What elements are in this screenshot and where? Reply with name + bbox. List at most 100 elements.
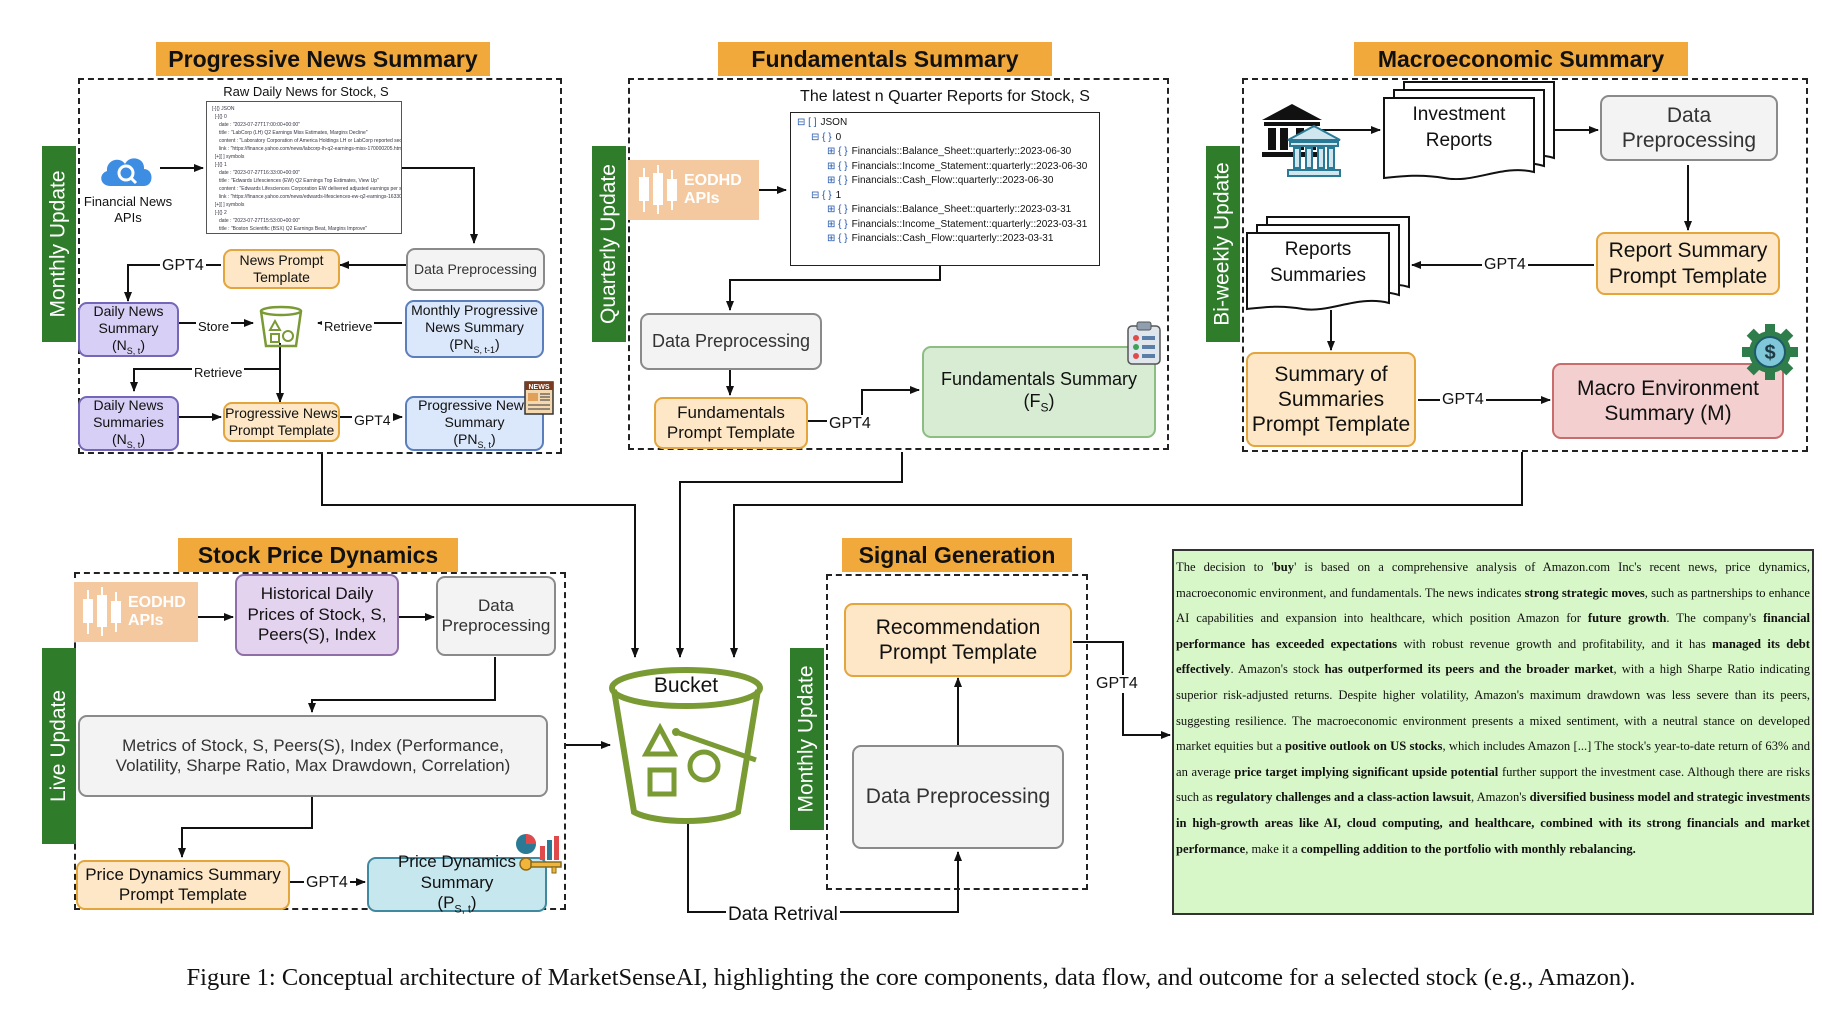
raw-news-line: title : "Boston Scientific (BSX) Q2 Earn… xyxy=(212,226,367,232)
output-text-run: , Amazon's xyxy=(1470,790,1530,805)
json-node-label: Financials::Balance_Sheet::quarterly::20… xyxy=(851,204,1072,215)
json-object-icon[interactable]: ⊟ { } xyxy=(811,189,832,201)
investment-reports-stack: Investment Reports xyxy=(1382,80,1562,181)
output-text-run: , which includes Amazon [...] The stock'… xyxy=(1176,739,1810,779)
output-highlight: strong strategic moves xyxy=(1524,585,1645,600)
json-object-icon[interactable]: ⊞ { } xyxy=(827,233,848,244)
bucket-small-icon xyxy=(256,304,306,350)
json-tree-node[interactable]: ⊞ { }Financials::Balance_Sheet::quarterl… xyxy=(797,203,1093,218)
json-tree-node[interactable]: ⊟ { }1 xyxy=(797,189,1093,204)
daily-news-summaries: Daily News Summaries (NS, t) xyxy=(78,396,179,451)
news-section xyxy=(78,78,562,454)
progressive-news-summary: Progressive News Summary (PNS, t) xyxy=(405,396,544,451)
raw-news-line: content : "Boston Scientific Corporation… xyxy=(212,233,396,234)
historical-daily-prices: Historical Daily Prices of Stock, S, Pee… xyxy=(235,574,399,656)
json-node-label: Financials::Income_Statement::quarterly:… xyxy=(851,218,1088,230)
json-object-icon[interactable]: ⊞ { } xyxy=(827,204,848,215)
news-gpt4-label: GPT4 xyxy=(160,257,206,275)
macro-section xyxy=(1242,78,1808,452)
fundamentals-summary: Fundamentals Summary (FS) xyxy=(922,346,1156,438)
output-highlight: compelling addition to the portfolio wit… xyxy=(1300,841,1636,856)
output-text-run: . The company's xyxy=(1666,611,1764,626)
clipboard-icon xyxy=(1126,320,1162,366)
macro-section-title: Macroeconomic Summary xyxy=(1354,42,1688,76)
recommendation-prompt-template: Recommendation Prompt Template xyxy=(844,603,1072,677)
raw-news-line: date : "2023-07-27T16:33:00+00:00" xyxy=(212,170,300,176)
json-tree-node[interactable]: ⊞ { }Financials::Income_Statement::quart… xyxy=(797,218,1093,233)
json-tree-node[interactable]: ⊞ { }Financials::Cash_Flow::quarterly::2… xyxy=(797,232,1093,247)
news-data-preprocessing: Data Preprocessing xyxy=(406,248,545,291)
output-highlight: has outperformed its peers and the broad… xyxy=(1324,662,1614,677)
raw-news-line: [+][ ] symbols xyxy=(212,154,245,160)
financial-news-apis-label: Financial News APIs xyxy=(83,194,173,225)
raw-news-line: [-]{} 2 xyxy=(212,210,227,216)
bank-building-icon xyxy=(1260,100,1350,180)
macro-data-preprocessing: Data Preprocessing xyxy=(1600,95,1778,161)
raw-news-line: [+][ ] symbols xyxy=(212,202,245,208)
raw-news-line: title : "Edwards Lifesciences (EW) Q2 Ea… xyxy=(212,178,379,184)
svg-text:NEWS: NEWS xyxy=(529,384,550,391)
store-label: Store xyxy=(196,318,232,336)
json-node-label: 1 xyxy=(835,189,842,201)
json-object-icon[interactable]: ⊞ { } xyxy=(827,175,848,186)
raw-news-line: date : "2023-07-27T15:53:00+00:00" xyxy=(212,218,300,224)
bucket-label: Bucket xyxy=(653,674,719,697)
daily-news-summary: Daily News Summary (NS, t) xyxy=(78,302,179,357)
progressive-news-prompt-template: Progressive News Prompt Template xyxy=(223,402,340,442)
chart-key-icon xyxy=(514,832,566,876)
output-text-run: , such as partnerships to enhance AI cap… xyxy=(1176,585,1810,626)
json-object-icon[interactable]: ⊞ { } xyxy=(827,218,848,230)
json-tree-node[interactable]: ⊞ { }Financials::Income_Statement::quart… xyxy=(797,160,1093,175)
output-text-run: with robust revenue growth and profitabi… xyxy=(1397,636,1713,651)
price-section-title: Stock Price Dynamics xyxy=(178,538,458,572)
news-prompt-template: News Prompt Template xyxy=(223,249,340,289)
reports-summaries-stack: Reports Summaries xyxy=(1245,215,1415,313)
investment-reports-label: Investment Reports xyxy=(1412,104,1506,151)
raw-news-line: date : "2023-07-27T17:00:00+00:00" xyxy=(212,122,300,128)
output-highlight: managed its debt effectively xyxy=(1176,636,1811,677)
output-highlight: diversified business model and strategic… xyxy=(1176,790,1811,856)
retrieve-label-1: Retrieve xyxy=(322,318,375,336)
raw-news-json: [-]{} JSON [-]{} 0 date : "2023-07-27T17… xyxy=(206,101,402,234)
json-node-label: Financials::Cash_Flow::quarterly::2023-0… xyxy=(851,233,1054,244)
price-data-preprocessing: Data Preprocessing xyxy=(436,576,556,656)
bucket-icon: Bucket xyxy=(606,662,766,824)
signal-data-preprocessing: Data Preprocessing xyxy=(852,745,1064,849)
raw-news-line: link : "https://finance.yahoo.com/news/e… xyxy=(218,194,402,200)
output-text-run: ' is based on a comprehensive analysis o… xyxy=(1176,560,1810,600)
json-tree-node[interactable]: ⊟ { }0 xyxy=(797,131,1093,146)
price-metrics: Metrics of Stock, S, Peers(S), Index (Pe… xyxy=(78,715,548,797)
json-node-label: 0 xyxy=(835,131,842,143)
dollar-gear-icon: $ xyxy=(1740,322,1800,382)
price-update-frequency: Live Update xyxy=(42,648,76,844)
price-gpt4-label: GPT4 xyxy=(304,874,350,892)
fundamentals-section xyxy=(628,78,1169,450)
fundamentals-section-title: Fundamentals Summary xyxy=(718,42,1052,76)
retrieve-label-2: Retrieve xyxy=(192,364,245,382)
output-highlight: buy xyxy=(1273,560,1295,574)
report-summary-prompt-template: Report Summary Prompt Template xyxy=(1596,232,1780,295)
fundamentals-update-frequency: Quarterly Update xyxy=(592,146,626,342)
collapse-toggle-icon[interactable]: ⊟ [ ] xyxy=(797,117,817,128)
price-dynamics-summary: Price Dynamics Summary (PS, t) xyxy=(367,852,547,916)
json-object-icon[interactable]: ⊞ { } xyxy=(827,160,848,172)
output-text-run: . Amazon's stock xyxy=(1230,662,1325,677)
raw-news-line: title : "LabCorp (LH) Q2 Earnings Miss E… xyxy=(212,130,368,136)
json-node-label: Financials::Cash_Flow::quarterly::2023-0… xyxy=(851,175,1054,186)
json-tree-node[interactable]: ⊟ [ ]JSON xyxy=(797,116,1093,131)
fundamentals-gpt4-label: GPT4 xyxy=(827,415,873,433)
output-text-run: , make it a xyxy=(1245,841,1301,856)
signal-section-title: Signal Generation xyxy=(842,538,1072,572)
output-text-run: The decision to ' xyxy=(1176,560,1274,574)
news-update-frequency: Monthly Update xyxy=(42,146,76,342)
json-object-icon[interactable]: ⊞ { } xyxy=(827,146,848,157)
json-tree-node[interactable]: ⊞ { }Financials::Cash_Flow::quarterly::2… xyxy=(797,174,1093,189)
output-text-run: further support the investment case. Alt… xyxy=(1176,764,1810,805)
price-dynamics-prompt-template: Price Dynamics Summary Prompt Template xyxy=(76,860,290,910)
json-tree-node[interactable]: ⊞ { }Financials::Balance_Sheet::quarterl… xyxy=(797,145,1093,160)
json-object-icon[interactable]: ⊟ { } xyxy=(811,131,832,143)
raw-news-line: [-]{} 1 xyxy=(212,162,227,168)
json-node-label: Financials::Income_Statement::quarterly:… xyxy=(851,160,1088,172)
